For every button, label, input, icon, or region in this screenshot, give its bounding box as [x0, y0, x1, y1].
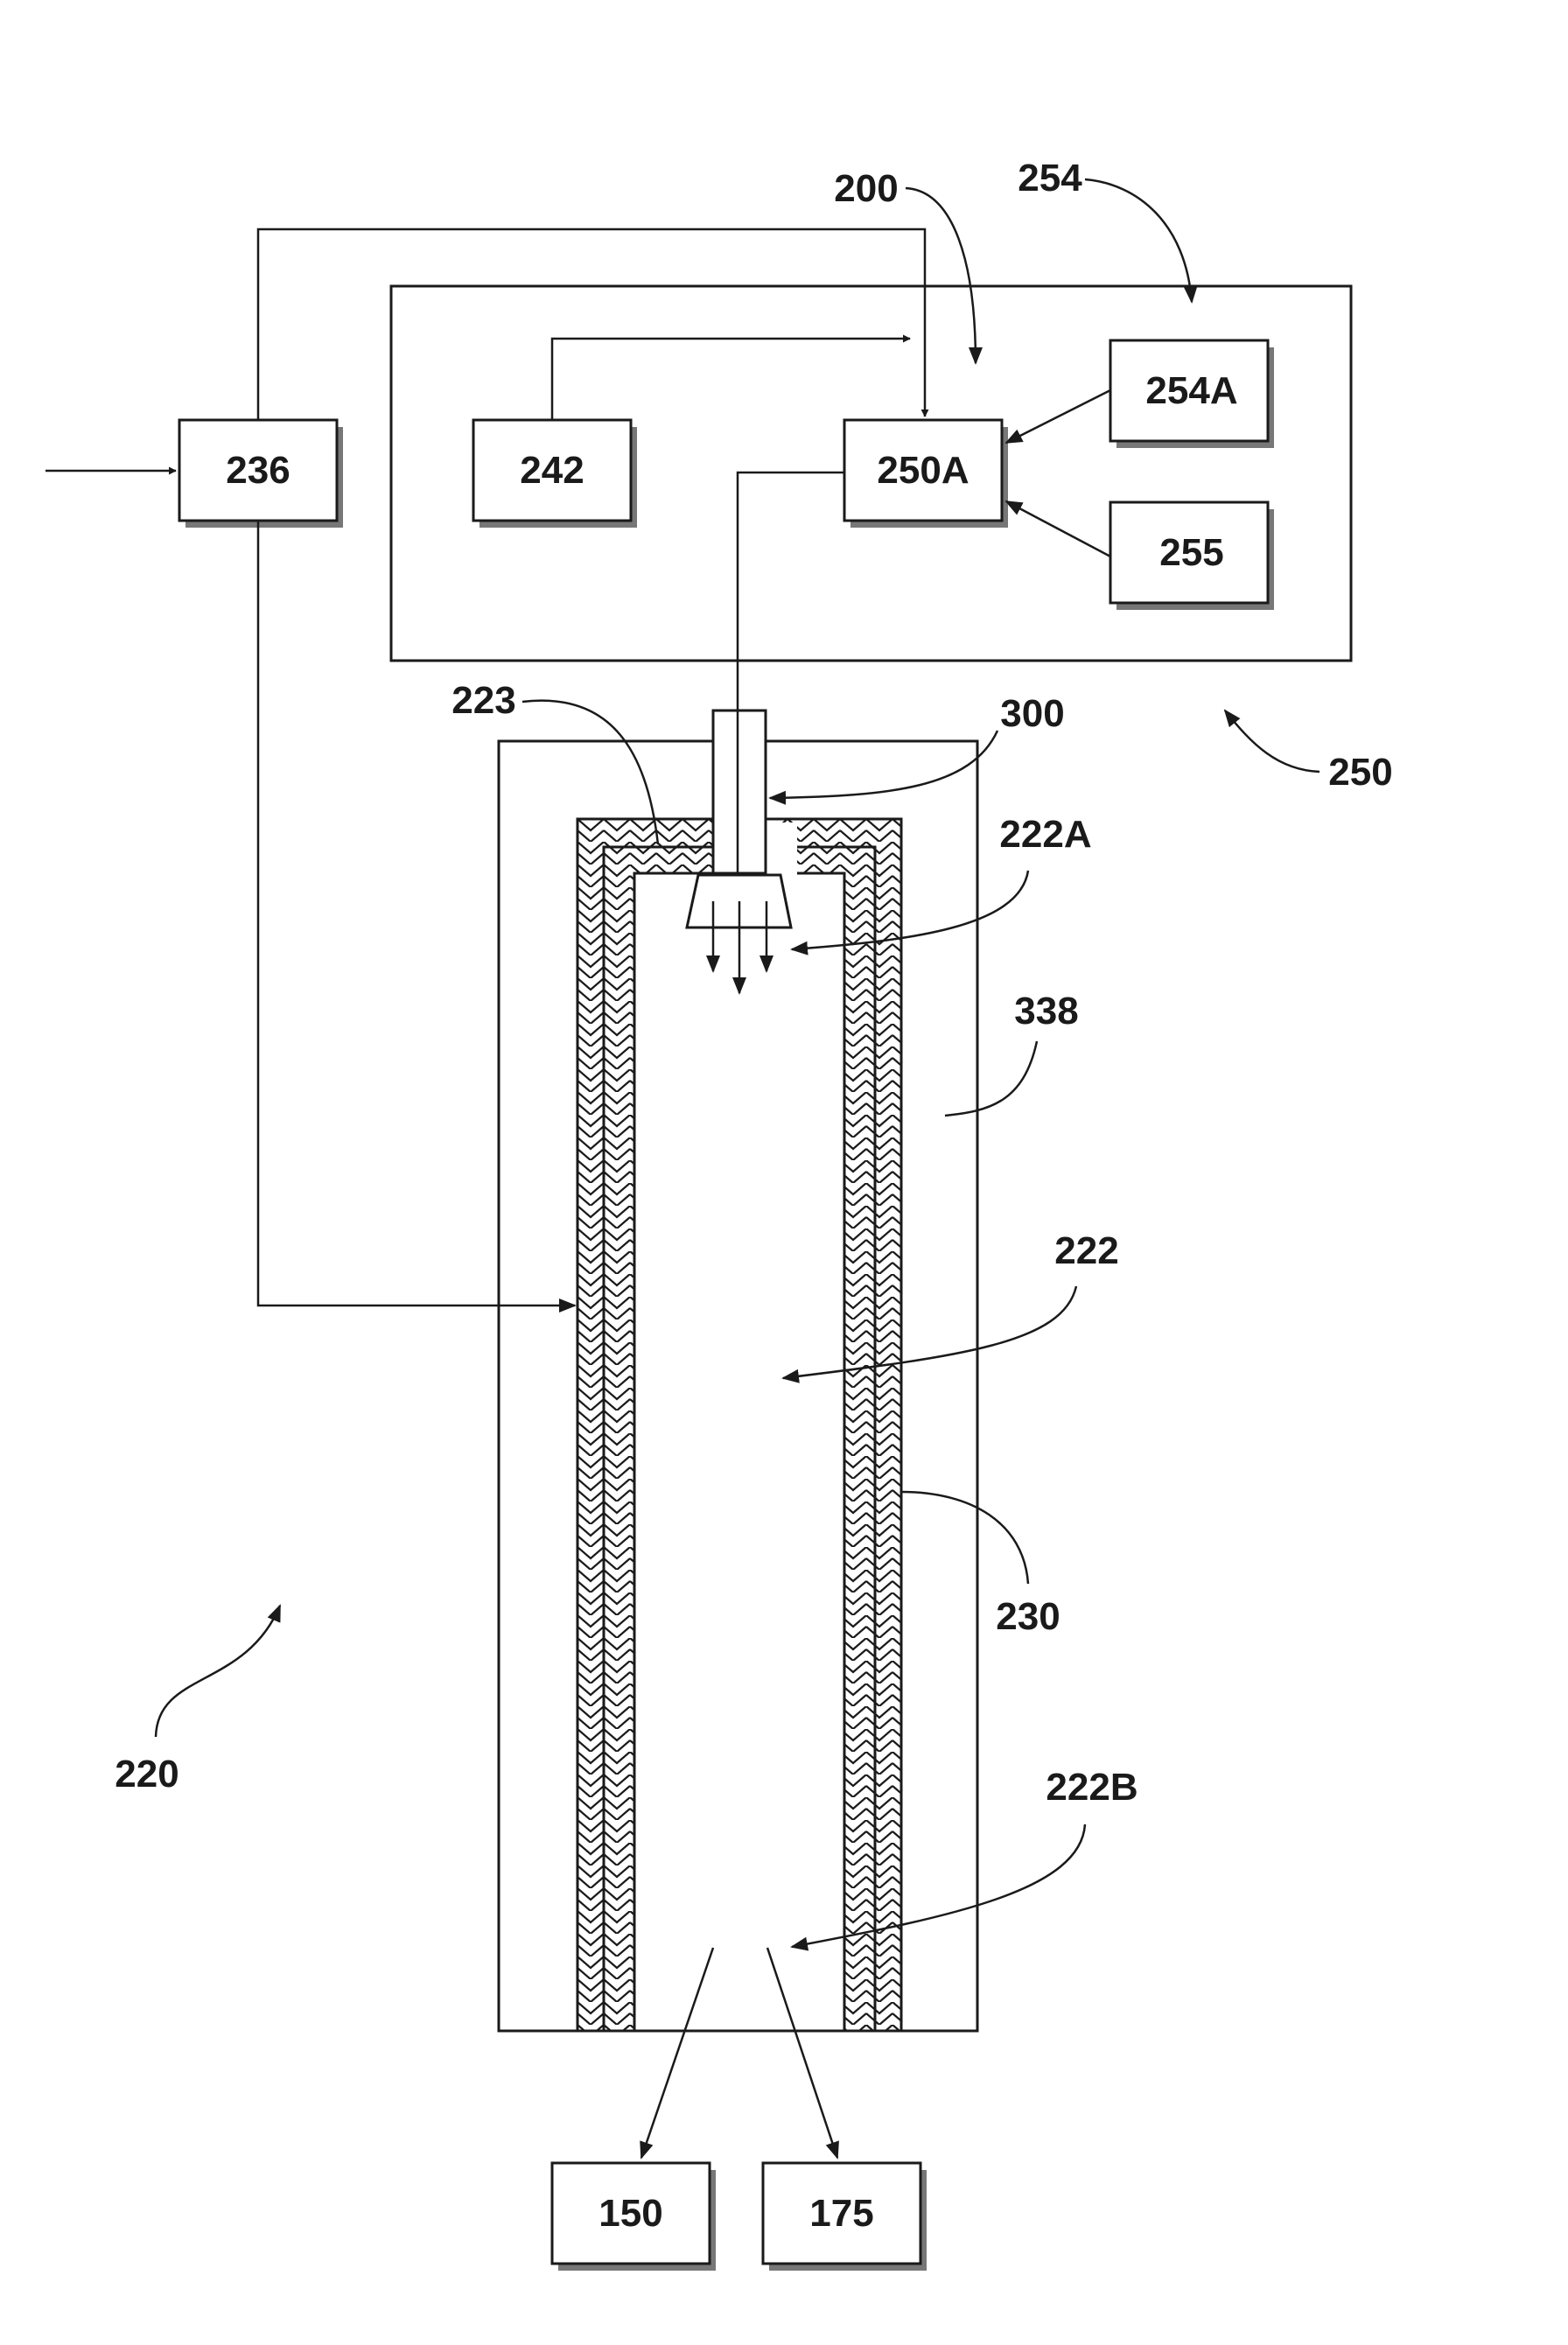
line-236-to-wall: [258, 521, 575, 1306]
leader-338: [945, 1041, 1037, 1116]
box-255-label: 255: [1159, 531, 1223, 574]
line-255-to-250A: [1006, 501, 1110, 556]
ref-label-230: 230: [996, 1595, 1060, 1638]
box-254A: 254A: [1110, 340, 1274, 448]
ref-label-250: 250: [1328, 751, 1392, 794]
box-250A: 250A: [844, 420, 1008, 528]
ref-label-200: 200: [834, 167, 898, 210]
line-242-to-250A: [552, 339, 910, 420]
box-236-label: 236: [226, 449, 290, 492]
box-175: 175: [763, 2163, 927, 2271]
reactor-housing: [499, 741, 977, 2031]
ref-label-223: 223: [452, 679, 515, 722]
leader-254: [1085, 179, 1192, 302]
box-150-label: 150: [598, 2192, 662, 2235]
leader-222: [783, 1286, 1076, 1378]
box-255: 255: [1110, 502, 1274, 610]
ref-label-220: 220: [115, 1753, 178, 1796]
ref-label-254: 254: [1018, 157, 1082, 200]
box-242: 242: [473, 420, 637, 528]
ref-label-222: 222: [1054, 1229, 1118, 1272]
leader-230: [901, 1492, 1028, 1584]
leader-222A: [792, 871, 1028, 949]
outlet-arrow-150: [641, 1948, 713, 2158]
ref-label-222A: 222A: [999, 813, 1091, 856]
box-236: 236: [179, 420, 343, 528]
leader-200: [906, 188, 976, 363]
ref-label-338: 338: [1014, 990, 1078, 1032]
line-254A-to-250A: [1006, 390, 1110, 443]
line-236-to-250A: [258, 229, 925, 420]
box-175-label: 175: [809, 2192, 873, 2235]
ref-label-222B: 222B: [1046, 1766, 1138, 1809]
reactor-walls: [578, 819, 901, 2031]
leader-250: [1225, 710, 1320, 772]
leader-222B: [792, 1824, 1085, 1947]
leader-220: [156, 1606, 280, 1737]
box-242-label: 242: [520, 449, 584, 492]
box-250A-label: 250A: [877, 449, 969, 492]
outlet-arrow-175: [767, 1948, 837, 2158]
box-254A-label: 254A: [1145, 369, 1237, 412]
box-150: 150: [552, 2163, 716, 2271]
ref-label-300: 300: [1000, 692, 1064, 735]
